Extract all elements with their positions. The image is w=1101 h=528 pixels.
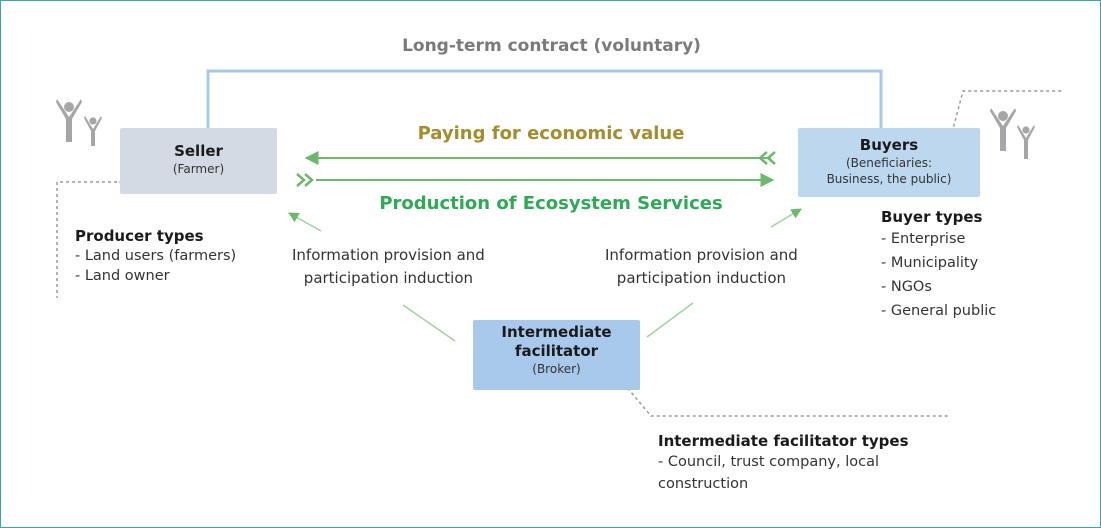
buyer-type-item: - Municipality [881,255,979,271]
contract-line [206,69,883,128]
producer-types-heading: Producer types [75,227,204,245]
info-arrow-left-lower [402,304,456,342]
people-icon [990,108,1035,159]
broker-box: Intermediate facilitator (Broker) [473,320,640,390]
production-label: Production of Ecosystem Services [379,193,723,214]
info-left-line: participation induction [303,269,474,287]
people-icon [56,99,102,146]
seller-subtitle: (Farmer) [172,162,225,176]
info-arrow-left-upper [288,212,322,232]
producer-type-item: - Land users (farmers) [75,248,237,264]
double-chevron-left-icon [758,151,776,165]
buyer-type-item: - Enterprise [881,231,966,247]
broker-title-line: Intermediate [501,323,612,341]
facilitator-type-item: - Council, trust company, local [658,454,879,470]
broker-subtitle: (Broker) [532,362,581,376]
facilitator-types: Intermediate facilitator types - Council… [658,432,909,495]
buyer-type-item: - General public [881,303,997,319]
buyer-types: Buyer types - Enterprise - Municipality … [881,208,996,323]
info-arrow-right-lower [646,302,694,338]
info-right-line: Information provision and [605,246,798,264]
seller-title: Seller [174,142,223,160]
paying-label: Paying for economic value [417,123,685,144]
buyers-title: Buyers [859,136,919,154]
buyer-type-item: - NGOs [881,279,932,295]
producer-types: Producer types - Land users (farmers) - … [75,227,236,286]
info-right-line: participation induction [616,269,787,287]
producer-type-item: - Land owner [75,268,170,284]
info-text-left: Information provision and participation … [292,244,485,290]
info-arrow-right-upper [770,208,802,228]
info-left-line: Information provision and [292,246,485,264]
buyers-box: Buyers (Beneficiaries: Business, the pub… [798,128,980,197]
broker-callout-leader [616,375,949,417]
buyer-types-heading: Buyer types [881,208,983,226]
buyers-subtitle-line: Business, the public) [826,172,952,186]
facilitator-types-heading: Intermediate facilitator types [658,432,909,450]
double-chevron-right-icon [296,173,314,187]
buyers-subtitle-line: (Beneficiaries: [845,156,933,170]
contract-label: Long-term contract (voluntary) [402,36,701,56]
broker-title-line: facilitator [514,342,599,360]
facilitator-type-item: construction [658,476,749,492]
seller-box: Seller (Farmer) [120,128,277,194]
info-text-right: Information provision and participation … [605,244,798,290]
